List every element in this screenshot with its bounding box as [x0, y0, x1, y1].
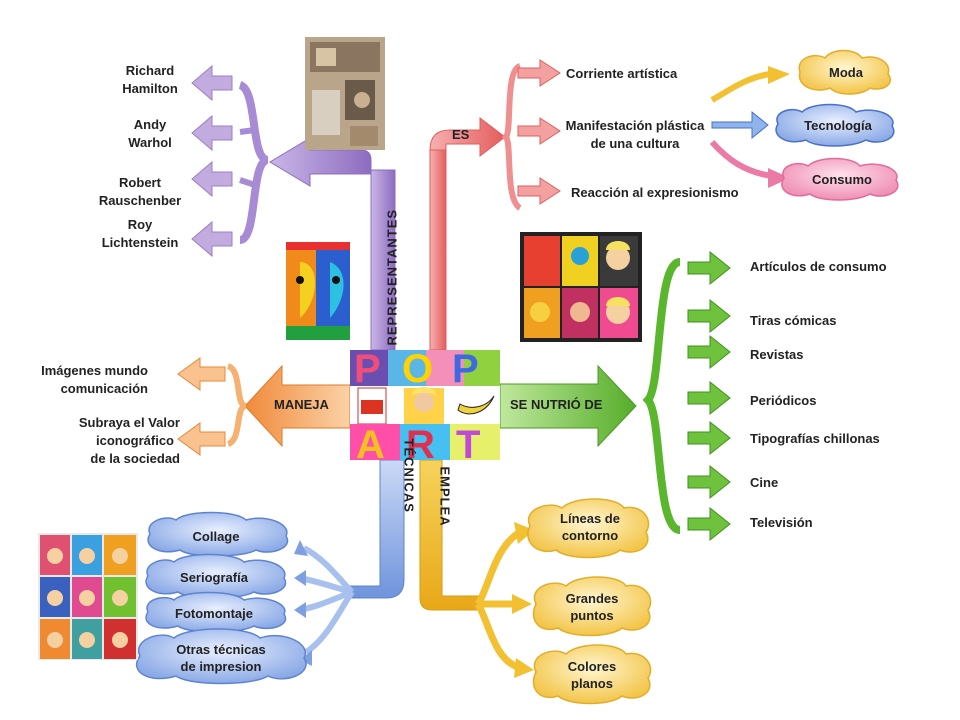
emplea-line: planos	[571, 676, 613, 691]
nutrio-item-revistas: Revistas	[750, 347, 804, 362]
representante-line: Roy	[127, 217, 153, 232]
es-item-corriente: Corriente artística	[566, 66, 678, 81]
representante-line: Lichtenstein	[101, 235, 179, 250]
maneja-item-line: comunicación	[60, 381, 148, 396]
maneja-arrows	[177, 357, 226, 456]
maneja-label: MANEJA	[274, 397, 329, 412]
representante-line: Rauschenber	[98, 193, 182, 208]
emplea-clouds	[527, 498, 652, 705]
tecnica-collage: Collage	[192, 529, 240, 544]
tecnica-line: Otras técnicas	[176, 642, 266, 657]
representantes-label: REPRESENTANTES	[384, 208, 400, 346]
pop-art-center: P O P A R T	[350, 347, 500, 467]
pop-letter-p2: P	[452, 347, 479, 391]
representante-line: Robert	[119, 175, 161, 190]
emplea-colores: Colores planos	[544, 658, 640, 692]
representante-lichtenstein: Roy Lichtenstein	[80, 216, 200, 252]
se-nutrio-arrows	[687, 250, 731, 542]
tecnicas-clouds	[135, 511, 307, 685]
es-item-line: Manifestación plástica	[565, 118, 705, 133]
maneja-item-line: Subraya el Valor	[78, 415, 180, 430]
art-letter-r: R	[406, 423, 435, 467]
emplea-line: Colores	[567, 659, 617, 674]
art-letter-a: A	[356, 423, 385, 467]
hamilton-collage-image	[305, 37, 385, 150]
moda-label: Moda	[829, 65, 863, 80]
picasso-face-image	[286, 242, 350, 340]
nutrio-item-cine: Cine	[750, 475, 779, 490]
es-item-manifestacion: Manifestación plástica de una cultura	[560, 117, 710, 153]
es-label: ES	[452, 127, 470, 142]
emplea-lineas: Líneas de contorno	[540, 510, 640, 544]
nutrio-item-tiras: Tiras cómicas	[750, 313, 837, 328]
pop-letter-p: P	[354, 347, 381, 391]
representantes-arrows	[191, 64, 233, 258]
nutrio-item-tipografias: Tipografías chillonas	[750, 431, 880, 446]
maneja-item-imagenes: Imágenes mundo comunicación	[20, 362, 148, 398]
tecnica-seriografia: Seriografía	[180, 570, 248, 585]
nutrio-item-articulos: Artículos de consumo	[750, 259, 887, 274]
representante-hamilton: Richard Hamilton	[100, 62, 200, 98]
warhol-marilyn-grid-image	[520, 232, 642, 342]
tecnica-line: de impresion	[180, 659, 262, 674]
maneja-item-line: Imágenes mundo	[41, 363, 148, 378]
tecnicas-label: TÉCNICAS	[401, 438, 417, 513]
se-nutrio-branch	[499, 258, 682, 534]
es-branch	[429, 63, 523, 351]
representante-warhol: Andy Warhol	[100, 116, 200, 152]
nutrio-item-television: Televisión	[750, 515, 813, 530]
marilyn-grid-image	[38, 533, 138, 660]
maneja-item-line: de la sociedad	[90, 451, 180, 466]
emplea-label: EMPLEA	[437, 466, 453, 527]
emplea-line: contorno	[561, 528, 619, 543]
representante-rauschenberg: Robert Rauschenber	[80, 174, 200, 210]
representante-line: Warhol	[128, 135, 172, 150]
tecnologia-cloud	[775, 103, 895, 147]
moda-cloud	[798, 49, 891, 95]
tecnicas-branch	[294, 459, 405, 666]
representante-line: Andy	[133, 117, 167, 132]
es-arrows	[517, 59, 790, 205]
tecnica-otras: Otras técnicas de impresion	[158, 641, 284, 675]
emplea-line: Grandes	[565, 591, 619, 606]
tecnologia-label: Tecnología	[804, 118, 872, 133]
pop-letter-o: O	[402, 347, 433, 391]
representante-line: Hamilton	[122, 81, 178, 96]
tecnica-fotomontaje: Fotomontaje	[175, 606, 253, 621]
es-item-line: de una cultura	[590, 136, 680, 151]
emplea-line: Líneas de	[560, 511, 620, 526]
emplea-line: puntos	[570, 608, 614, 623]
emplea-puntos: Grandes puntos	[544, 590, 640, 624]
art-letter-t: T	[456, 423, 480, 467]
maneja-item-line: iconográfico	[95, 433, 174, 448]
maneja-branch	[226, 363, 351, 448]
es-item-reaccion: Reacción al expresionismo	[571, 185, 739, 200]
nutrio-item-periodicos: Periódicos	[750, 393, 817, 408]
se-nutrio-label: SE NUTRIÓ DE	[510, 397, 603, 412]
representante-line: Richard	[125, 63, 175, 78]
consumo-cloud	[781, 157, 899, 201]
consumo-label: Consumo	[812, 172, 872, 187]
maneja-item-subraya: Subraya el Valor iconográfico de la soci…	[20, 414, 180, 468]
emplea-branch	[419, 459, 534, 678]
